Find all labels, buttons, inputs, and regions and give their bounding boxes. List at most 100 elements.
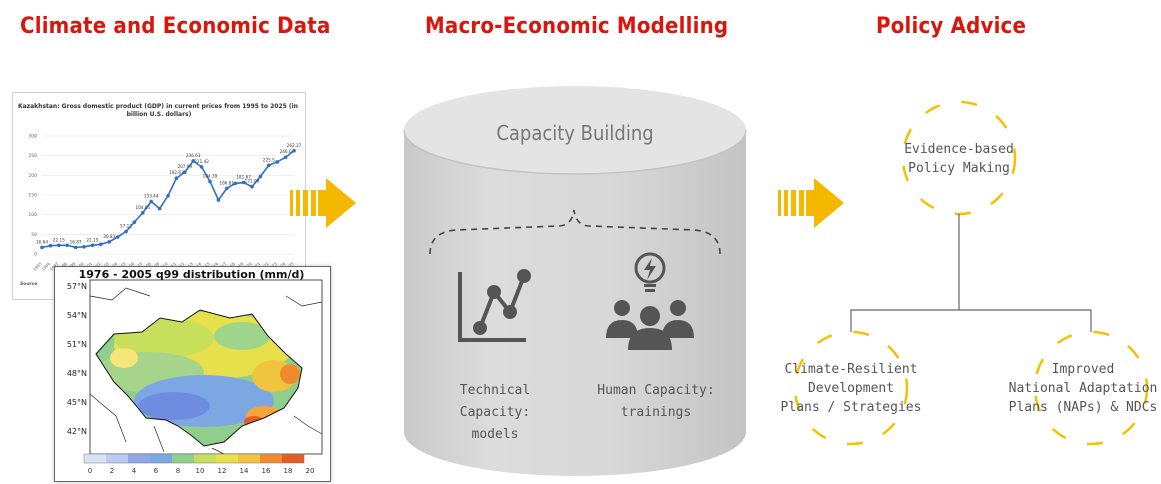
- gdp-data-point: [191, 159, 195, 163]
- map-lat-label: 42°N: [67, 427, 87, 436]
- policy-circle-right: [1033, 330, 1149, 446]
- gdp-data-label: 104.85: [135, 205, 150, 210]
- gdp-data-label: 16.87: [70, 239, 82, 244]
- map-colorbar-tick: 6: [154, 467, 159, 475]
- gdp-data-label: 22.15: [53, 237, 65, 242]
- gdp-data-label: 192.63: [169, 170, 184, 175]
- arrow-right-icon: [290, 178, 356, 228]
- gdp-data-point: [73, 245, 78, 250]
- line-chart-icon: [458, 269, 531, 342]
- map-colorbar-tick: 16: [262, 467, 271, 475]
- gdp-data-label: 57.12: [120, 224, 132, 229]
- gdp-data-point: [183, 170, 187, 174]
- gdp-y-tick-label: 200: [28, 173, 37, 179]
- gdp-data-label: 262.27: [287, 143, 302, 148]
- gdp-data-label: 16.64: [36, 239, 48, 244]
- map-border: [95, 309, 303, 447]
- gdp-data-point: [132, 220, 137, 224]
- policy-improved-naps: Improved National Adaptation Plans (NAPs…: [1008, 362, 1158, 415]
- gdp-y-tick-label: 300: [28, 134, 37, 140]
- curly-brace-icon: [429, 209, 721, 255]
- gdp-data-point: [258, 174, 263, 179]
- gdp-data-point: [40, 245, 44, 250]
- gdp-y-tick-label: 250: [28, 153, 37, 159]
- gdp-data-point: [141, 210, 145, 215]
- gdp-data-label: 184.39: [203, 173, 218, 178]
- gdp-data-label: 225.5: [263, 157, 275, 162]
- map-colorbar-tick: 10: [196, 467, 205, 475]
- gdp-data-point: [157, 206, 162, 211]
- gdp-data-point: [65, 243, 69, 248]
- map-lat-labels: 57°N 54°N 51°N 48°N 45°N 42°N: [67, 282, 87, 436]
- gdp-data-point: [149, 199, 153, 204]
- gdp-data-point: [283, 155, 288, 160]
- header-macro-economic-modelling: Macro-Economic Modelling: [425, 14, 729, 39]
- gdp-y-tick-label: 100: [28, 212, 37, 218]
- gdp-data-label: 166.81: [219, 180, 234, 185]
- map-colorbar-tick: 20: [306, 467, 315, 475]
- gdp-data-point: [99, 242, 103, 247]
- map-neighbor-borders: [89, 287, 323, 455]
- gdp-data-point: [90, 243, 95, 248]
- policy-connector-lines: [850, 214, 1092, 332]
- policy-evidence-based: Evidence-based Policy Making: [904, 142, 1014, 176]
- gdp-data-point: [107, 240, 111, 244]
- gdp-y-tick-label: 150: [28, 193, 37, 199]
- gdp-chart-title: Kazakhstan: Gross domestic product (GDP)…: [18, 103, 300, 118]
- map-colorbar-tick: 12: [218, 467, 227, 475]
- map-colorbar-tick: 8: [176, 467, 180, 475]
- gdp-data-point: [241, 180, 246, 185]
- gdp-data-point: [115, 235, 120, 239]
- map-lat-label: 54°N: [67, 311, 87, 320]
- gdp-data-label: 22.15: [86, 237, 98, 242]
- gdp-data-point: [250, 184, 254, 189]
- policy-tree: [793, 100, 1149, 446]
- map-lat-label: 51°N: [67, 340, 87, 349]
- arrow-right-icon: [778, 178, 844, 228]
- map-lat-label: 57°N: [67, 282, 87, 291]
- gdp-data-point: [275, 160, 280, 164]
- human-capacity-label: Human Capacity: trainings: [597, 383, 715, 420]
- map-colorbar-tick: 2: [110, 467, 114, 475]
- gdp-data-point: [225, 186, 229, 191]
- gdp-x-tick-label: 1995: [32, 261, 43, 272]
- map-colorbar: [83, 453, 305, 464]
- gdp-source: Source: [20, 281, 37, 287]
- gdp-x-tick-label: 1996: [40, 261, 51, 272]
- gdp-data-point: [124, 229, 128, 234]
- technical-capacity-label: Technical Capacity: models: [459, 383, 531, 442]
- cylinder-rim: [403, 129, 747, 175]
- policy-climate-resilient: Climate-Resilient Development Plans / St…: [780, 362, 922, 415]
- map-colorbar-tick: 0: [88, 467, 92, 475]
- header-climate-economic-data: Climate and Economic Data: [20, 14, 331, 39]
- gdp-data-label: 133.44: [144, 194, 159, 199]
- gdp-data-point: [57, 243, 61, 248]
- gdp-data-point: [292, 149, 296, 153]
- header-policy-advice: Policy Advice: [876, 14, 1027, 39]
- map-lat-label: 45°N: [67, 398, 87, 407]
- gdp-data-label: 207.99: [177, 164, 192, 169]
- map-colorbar-tick: 4: [132, 467, 137, 475]
- gdp-data-point: [208, 179, 212, 184]
- gdp-chart-frame: [12, 92, 306, 300]
- map-lat-label: 48°N: [67, 369, 87, 378]
- gdp-data-point: [199, 165, 204, 169]
- map-colorbar-tick: 14: [240, 467, 249, 475]
- policy-circle-left: [793, 330, 909, 446]
- gdp-data-label: 181.67: [236, 175, 251, 180]
- gdp-chart-title-line2: billion U.S. dollars): [127, 111, 192, 118]
- gdp-data-label: 246.0: [280, 149, 292, 154]
- map-title: 1976 - 2005 q99 distribution (mm/d): [78, 268, 305, 281]
- gdp-series-points: [40, 149, 296, 250]
- people-icon: [606, 300, 694, 350]
- gdp-data-point: [216, 198, 221, 202]
- gdp-data-point: [82, 245, 86, 249]
- gdp-data-point: [48, 243, 53, 248]
- gdp-data-label: 236.63: [186, 153, 201, 158]
- cylinder-body: [404, 130, 746, 476]
- gdp-data-point: [233, 181, 237, 186]
